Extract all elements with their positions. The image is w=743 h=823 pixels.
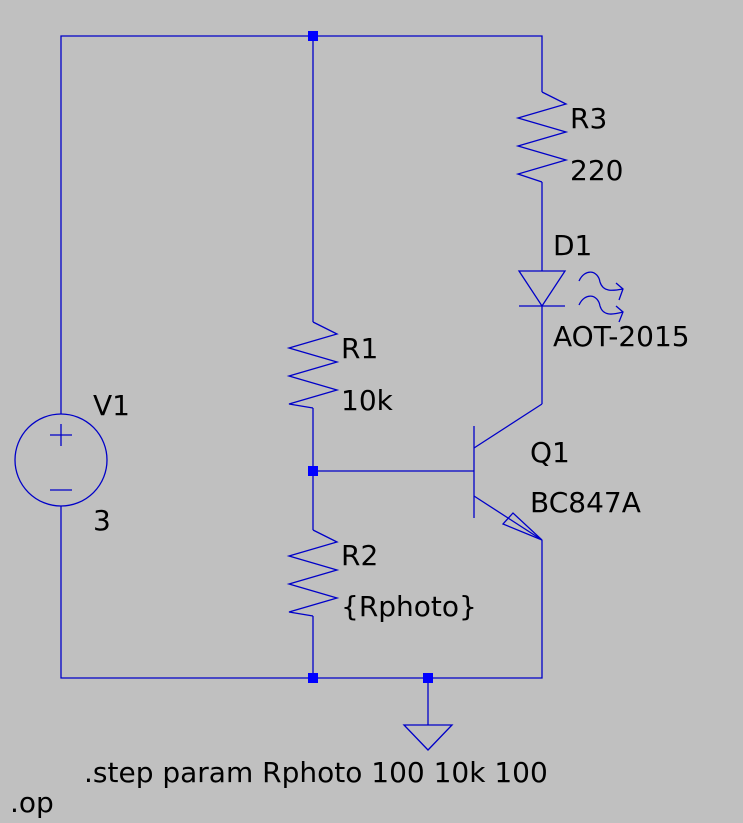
voltage-source-v1[interactable] <box>14 413 108 507</box>
r2-value: {Rphoto} <box>341 590 477 623</box>
r3-name: R3 <box>570 102 607 135</box>
q1-value: BC847A <box>530 486 641 519</box>
transistor-q1[interactable] <box>473 403 543 541</box>
emitter-arrow-icon <box>501 512 543 541</box>
v1-name: V1 <box>93 389 130 422</box>
step-directive[interactable]: .step param Rphoto 100 10k 100 <box>84 756 548 789</box>
d1-name: D1 <box>553 229 592 262</box>
resistor-r3[interactable] <box>515 91 569 183</box>
wires <box>60 35 543 725</box>
v1-value: 3 <box>93 504 111 537</box>
r2-name: R2 <box>341 539 378 572</box>
r3-value: 220 <box>570 154 623 187</box>
op-directive[interactable]: .op <box>10 786 54 819</box>
resistor-r1[interactable] <box>286 321 340 409</box>
q1-name: Q1 <box>530 436 570 469</box>
resistor-r2[interactable] <box>286 529 340 617</box>
r1-value: 10k <box>341 384 394 417</box>
d1-value: AOT-2015 <box>553 320 690 353</box>
light-emission-icon <box>578 271 624 323</box>
junction <box>308 466 318 476</box>
led-d1[interactable] <box>517 270 624 323</box>
junction <box>423 673 433 683</box>
ground-icon[interactable] <box>402 724 454 751</box>
wire-top[interactable] <box>60 35 543 414</box>
wire-bottom[interactable] <box>60 506 543 679</box>
r1-name: R1 <box>341 332 378 365</box>
junction <box>308 673 318 683</box>
junction <box>308 31 318 41</box>
